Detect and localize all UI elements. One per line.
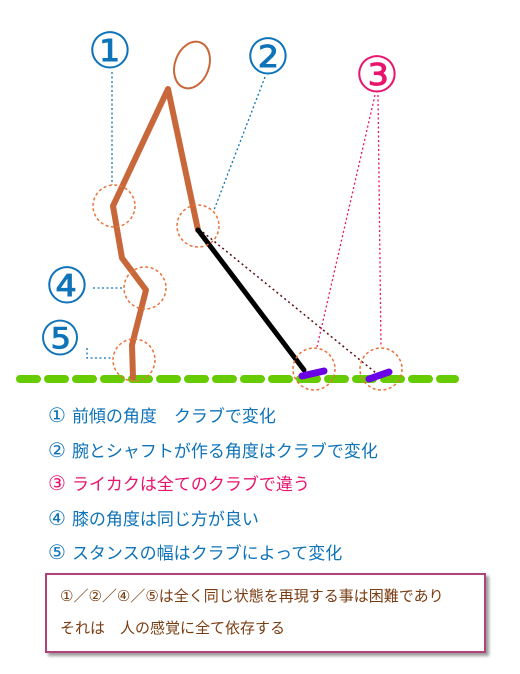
golf-posture-diagram: ① ② ③ ④ ⑤ bbox=[16, 22, 459, 391]
leader-line-5 bbox=[86, 348, 113, 359]
hand-highlight-circle bbox=[176, 204, 220, 248]
golfer-body bbox=[110, 86, 201, 381]
legend-text: 膝の角度は同じ方が良い bbox=[71, 510, 259, 530]
legend-number: ① bbox=[48, 403, 66, 427]
foot-highlight-circle bbox=[112, 338, 156, 382]
leader-line-2 bbox=[213, 76, 266, 211]
marker-3: ③ bbox=[355, 46, 400, 104]
legend-number: ② bbox=[48, 438, 66, 462]
note-line-2: それは 人の感覚に全て依存する bbox=[60, 619, 286, 637]
marker-2: ② bbox=[246, 28, 291, 86]
hip-highlight-circle bbox=[92, 184, 136, 228]
leader-line-3a bbox=[316, 94, 376, 348]
knee-highlight-circle bbox=[123, 266, 167, 310]
shaft-extension-line bbox=[198, 228, 377, 374]
legend-number: ⑤ bbox=[48, 540, 66, 564]
club-shaft bbox=[195, 227, 307, 373]
legend-text: 腕とシャフトが作る角度はクラブで変化 bbox=[71, 442, 378, 462]
legend-text: スタンスの幅はクラブによって変化 bbox=[71, 544, 343, 564]
marker-4: ④ bbox=[45, 257, 90, 315]
note-line-1: ①／②／④／⑤は全く同じ状態を再現する事は困難であり bbox=[60, 587, 444, 605]
leader-line-3b bbox=[377, 94, 382, 348]
club-head bbox=[298, 367, 328, 380]
legend-text: ライカクは全てのクラブで違う bbox=[71, 475, 310, 495]
note-box: ①／②／④／⑤は全く同じ状態を再現する事は困難であり それは 人の感覚に全て依存… bbox=[45, 573, 486, 653]
legend-text: 前傾の角度 クラブで変化 bbox=[71, 407, 276, 427]
club-head-alt bbox=[365, 368, 393, 383]
legend-number: ④ bbox=[48, 506, 66, 530]
marker-5: ⑤ bbox=[38, 311, 81, 367]
legend-number: ③ bbox=[48, 471, 66, 495]
golfer-head bbox=[173, 40, 211, 90]
club-head-highlight-circle bbox=[292, 347, 336, 391]
marker-1: ① bbox=[88, 22, 133, 80]
club-head-alt-highlight-circle bbox=[359, 347, 403, 391]
